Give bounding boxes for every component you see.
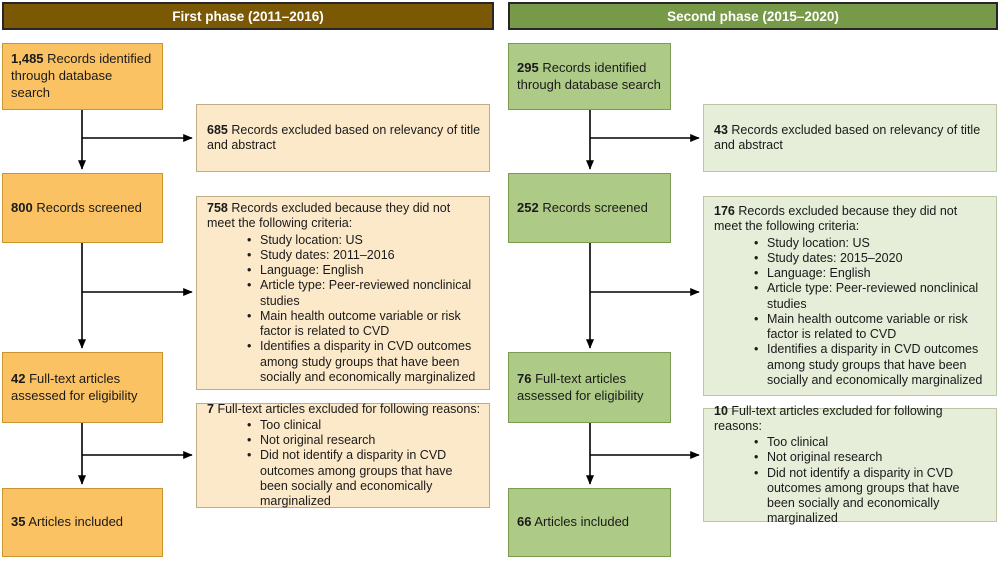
record-count: 10: [714, 403, 728, 418]
exclusion-criteria-list: Study location: US Study dates: 2015–202…: [714, 236, 988, 389]
exclusion-label: Records excluded based on relevancy of t…: [207, 122, 481, 152]
box-text: 295 Records identified through database …: [517, 60, 662, 94]
exclusion-text: 10 Full-text articles excluded for follo…: [714, 404, 988, 435]
box-text: 800 Records screened: [11, 200, 142, 217]
exclusion-reasons-list: Too clinical Not original research Did n…: [207, 418, 481, 510]
record-count: 758: [207, 201, 228, 215]
phase1-box-records-screened: 800 Records screened: [2, 173, 163, 243]
record-label: Records screened: [36, 199, 142, 215]
reason-item: Not original research: [754, 450, 988, 466]
box-text: 66 Articles included: [517, 514, 629, 531]
record-label: Records identified through database sear…: [11, 51, 152, 100]
exclusion-reasons-list: Too clinical Not original research Did n…: [714, 435, 988, 527]
exclusion-text: 758 Records excluded because they did no…: [207, 201, 481, 232]
criteria-item: Study location: US: [247, 233, 481, 249]
phase2-box-records-identified: 295 Records identified through database …: [508, 43, 671, 110]
phase2-exclusion-title-abstract: 43 Records excluded based on relevancy o…: [703, 104, 997, 172]
box-text: 42 Full-text articles assessed for eligi…: [11, 371, 154, 405]
phase1-box-articles-included: 35 Articles included: [2, 488, 163, 557]
record-count: 66: [517, 514, 532, 530]
criteria-item: Article type: Peer-reviewed nonclinical …: [247, 278, 481, 309]
record-count: 43: [714, 122, 728, 137]
reason-item: Did not identify a disparity in CVD outc…: [247, 448, 481, 509]
phase2-box-records-screened: 252 Records screened: [508, 173, 671, 243]
exclusion-label: Full-text articles excluded for followin…: [714, 403, 943, 433]
box-text: 252 Records screened: [517, 200, 648, 217]
box-text: 1,485 Records identified through databas…: [11, 51, 154, 102]
phase1-box-records-identified: 1,485 Records identified through databas…: [2, 43, 163, 110]
exclusion-label: Records excluded because they did not me…: [714, 204, 958, 234]
record-count: 7: [207, 401, 214, 416]
record-count: 685: [207, 122, 228, 137]
record-label: Articles included: [534, 514, 630, 530]
record-count: 1,485: [11, 51, 44, 67]
box-text: 76 Full-text articles assessed for eligi…: [517, 371, 662, 405]
exclusion-text: 7 Full-text articles excluded for follow…: [207, 402, 481, 417]
exclusion-label: Full-text articles excluded for followin…: [217, 401, 481, 416]
phase2-header: Second phase (2015–2020): [508, 2, 998, 30]
criteria-item: Article type: Peer-reviewed nonclinical …: [754, 281, 988, 312]
phase1-exclusion-criteria: 758 Records excluded because they did no…: [196, 196, 490, 390]
box-text: 35 Articles included: [11, 514, 123, 531]
record-label: Records identified through database sear…: [517, 59, 661, 92]
record-count: 252: [517, 199, 539, 215]
reason-item: Too clinical: [247, 418, 481, 434]
criteria-item: Main health outcome variable or risk fac…: [754, 312, 988, 343]
record-label: Full-text articles assessed for eligibil…: [517, 370, 644, 403]
reason-item: Not original research: [247, 433, 481, 449]
criteria-item: Study location: US: [754, 236, 988, 252]
exclusion-label: Records excluded because they did not me…: [207, 201, 451, 231]
reason-item: Did not identify a disparity in CVD outc…: [754, 466, 988, 527]
record-label: Full-text articles assessed for eligibil…: [11, 370, 138, 403]
criteria-item: Language: English: [754, 266, 988, 282]
phase1-header: First phase (2011–2016): [2, 2, 494, 30]
phase1-exclusion-fulltext-reasons: 7 Full-text articles excluded for follow…: [196, 402, 490, 510]
exclusion-label: Records excluded based on relevancy of t…: [714, 122, 981, 152]
criteria-item: Study dates: 2011–2016: [247, 248, 481, 264]
criteria-item: Language: English: [247, 263, 481, 279]
phase2-arrows: [586, 110, 700, 485]
exclusion-text: 176 Records excluded because they did no…: [714, 204, 988, 235]
record-count: 76: [517, 370, 532, 386]
phase2-box-fulltext-assessed: 76 Full-text articles assessed for eligi…: [508, 352, 671, 423]
phase1-exclusion-title-abstract: 685 Records excluded based on relevancy …: [196, 104, 490, 172]
record-count: 800: [11, 199, 33, 215]
criteria-item: Study dates: 2015–2020: [754, 251, 988, 267]
criteria-item: Main health outcome variable or risk fac…: [247, 309, 481, 340]
record-label: Records screened: [542, 199, 648, 215]
criteria-item: Identifies a disparity in CVD outcomes a…: [754, 342, 988, 388]
exclusion-text: 685 Records excluded based on relevancy …: [207, 123, 481, 154]
record-count: 42: [11, 370, 26, 386]
record-label: Articles included: [28, 514, 124, 530]
phase2-exclusion-criteria: 176 Records excluded because they did no…: [703, 196, 997, 396]
record-count: 35: [11, 514, 26, 530]
phase1-arrows: [78, 110, 193, 485]
exclusion-criteria-list: Study location: US Study dates: 2011–201…: [207, 233, 481, 386]
phase1-header-label: First phase (2011–2016): [172, 8, 324, 24]
reason-item: Too clinical: [754, 435, 988, 451]
record-count: 295: [517, 59, 539, 75]
phase2-header-label: Second phase (2015–2020): [667, 8, 839, 24]
phase1-box-fulltext-assessed: 42 Full-text articles assessed for eligi…: [2, 352, 163, 423]
phase2-exclusion-fulltext-reasons: 10 Full-text articles excluded for follo…: [703, 404, 997, 525]
phase2-box-articles-included: 66 Articles included: [508, 488, 671, 557]
exclusion-text: 43 Records excluded based on relevancy o…: [714, 123, 988, 154]
criteria-item: Identifies a disparity in CVD outcomes a…: [247, 339, 481, 385]
record-count: 176: [714, 204, 735, 218]
